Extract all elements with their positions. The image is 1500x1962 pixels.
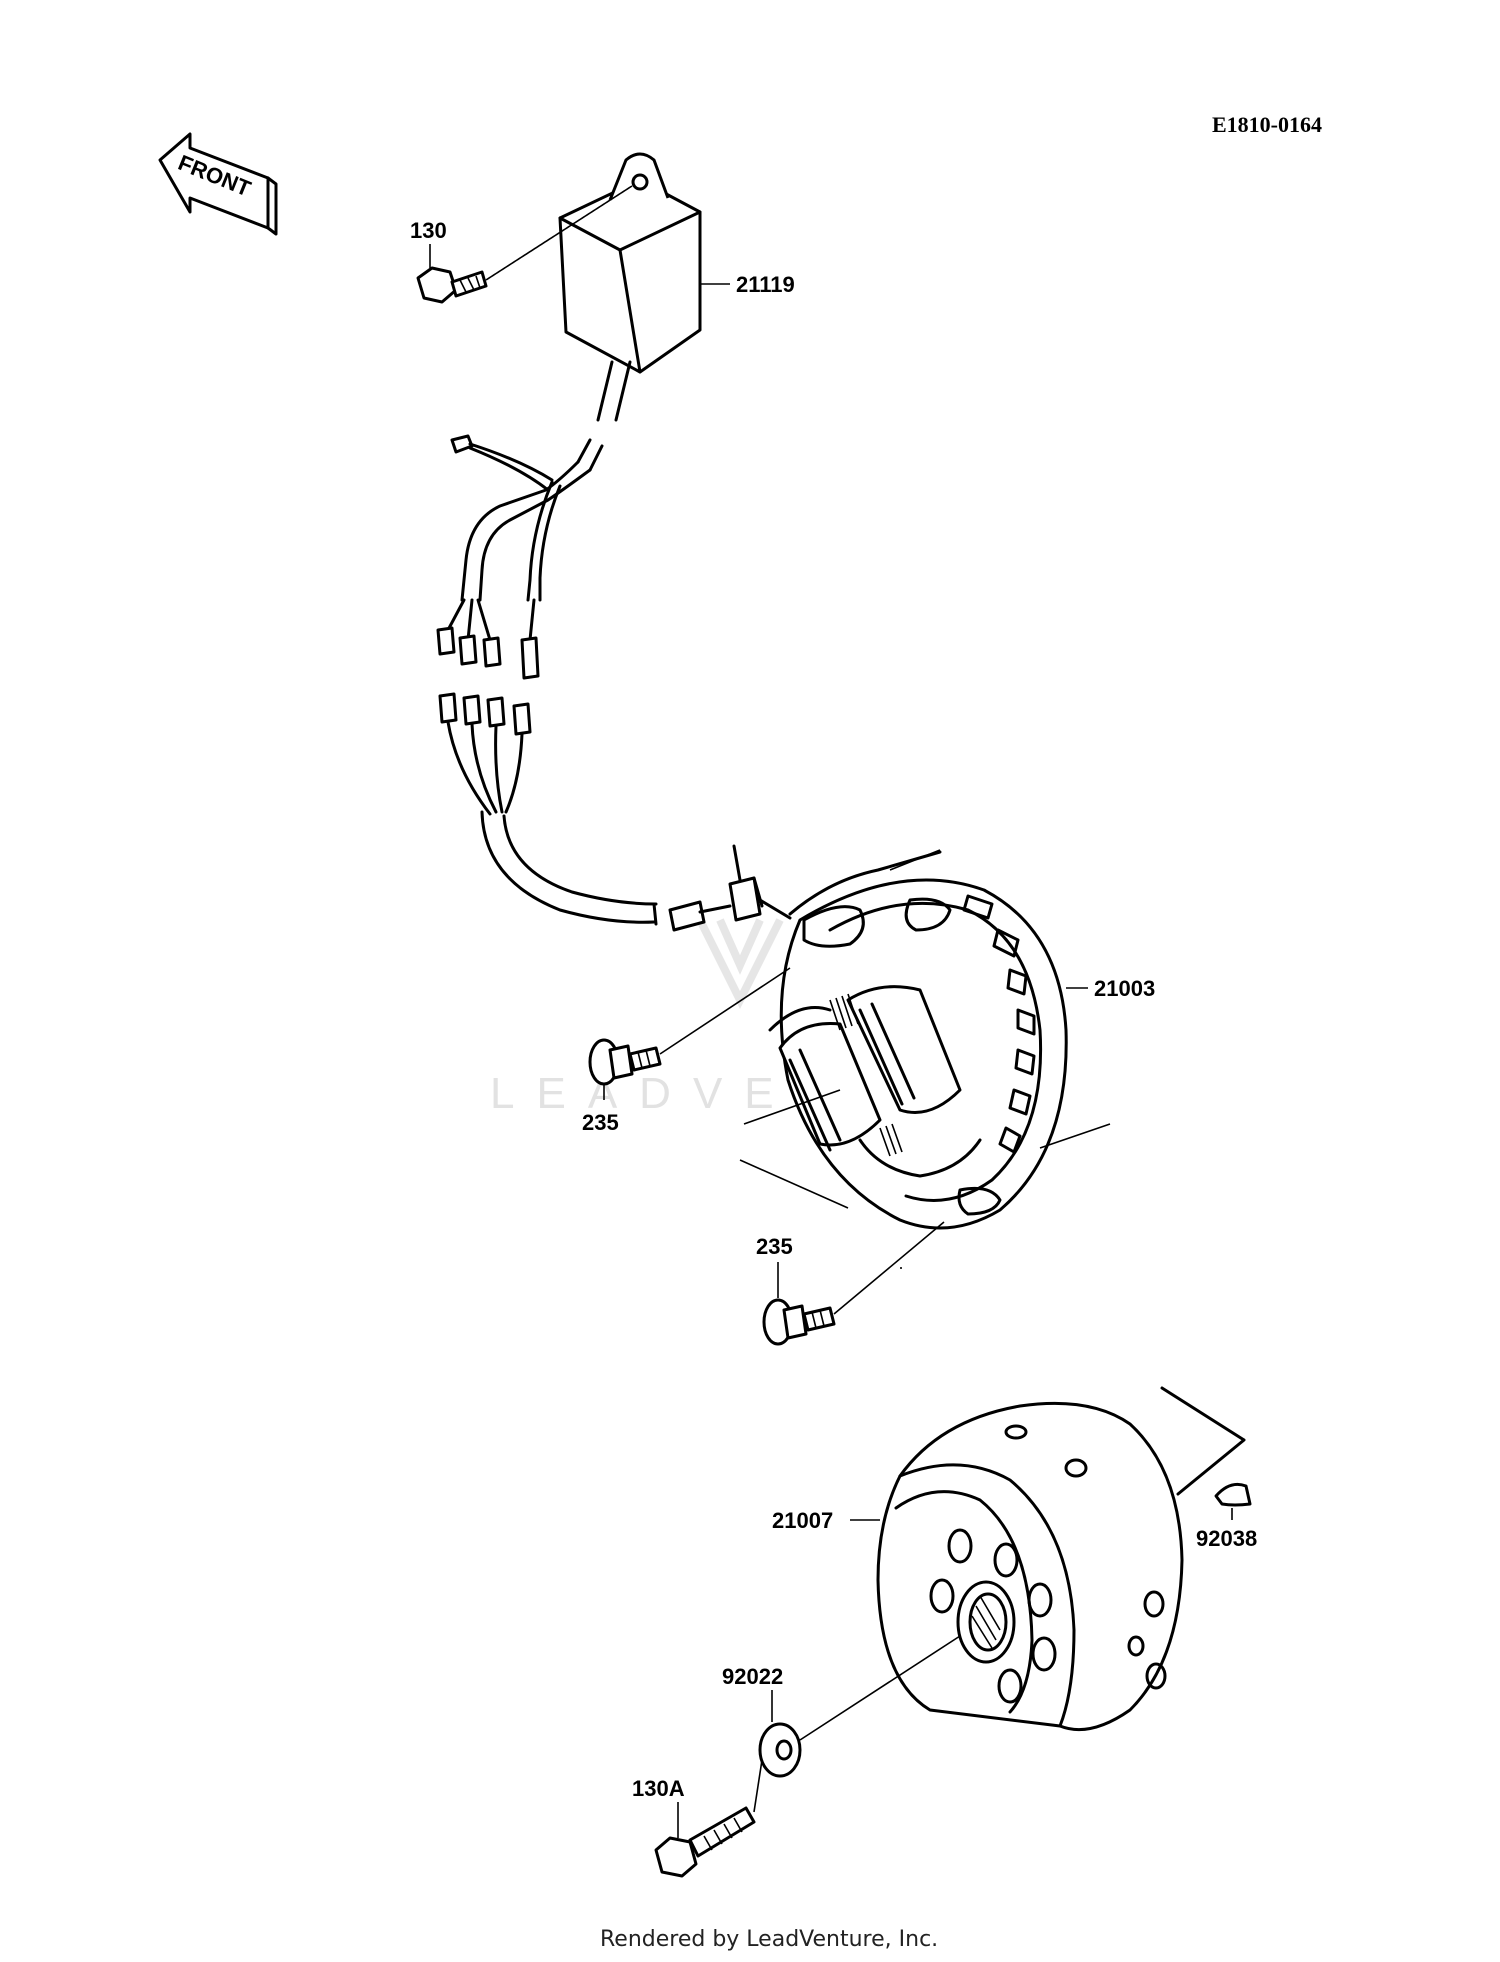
screw-235-upper xyxy=(588,1038,662,1086)
key-92038 xyxy=(1214,1482,1252,1507)
screw-235-lower xyxy=(762,1298,836,1346)
callout-130: 130 xyxy=(410,218,447,243)
bolt-130 xyxy=(416,266,488,304)
washer-92022 xyxy=(758,1722,802,1778)
callout-92038: 92038 xyxy=(1196,1526,1257,1551)
wiring-harness xyxy=(436,434,792,932)
callout-235-upper: 235 xyxy=(582,1110,619,1135)
callout-235-lower: 235 xyxy=(756,1234,793,1259)
bolt-130a xyxy=(654,1806,756,1878)
stator xyxy=(739,849,1111,1230)
diagram-code: E1810-0164 xyxy=(1212,112,1322,137)
callout-21003: 21003 xyxy=(1094,976,1155,1001)
callout-130a: 130A xyxy=(632,1776,685,1801)
callout-21007: 21007 xyxy=(772,1508,833,1533)
front-arrow-icon: FRONT xyxy=(158,132,278,236)
callout-21119: 21119 xyxy=(736,272,795,297)
callout-92022: 92022 xyxy=(722,1664,783,1689)
footer-credit: Rendered by LeadVenture, Inc. xyxy=(600,1927,938,1952)
rotor xyxy=(876,1386,1246,1732)
cdi-unit xyxy=(558,152,702,422)
